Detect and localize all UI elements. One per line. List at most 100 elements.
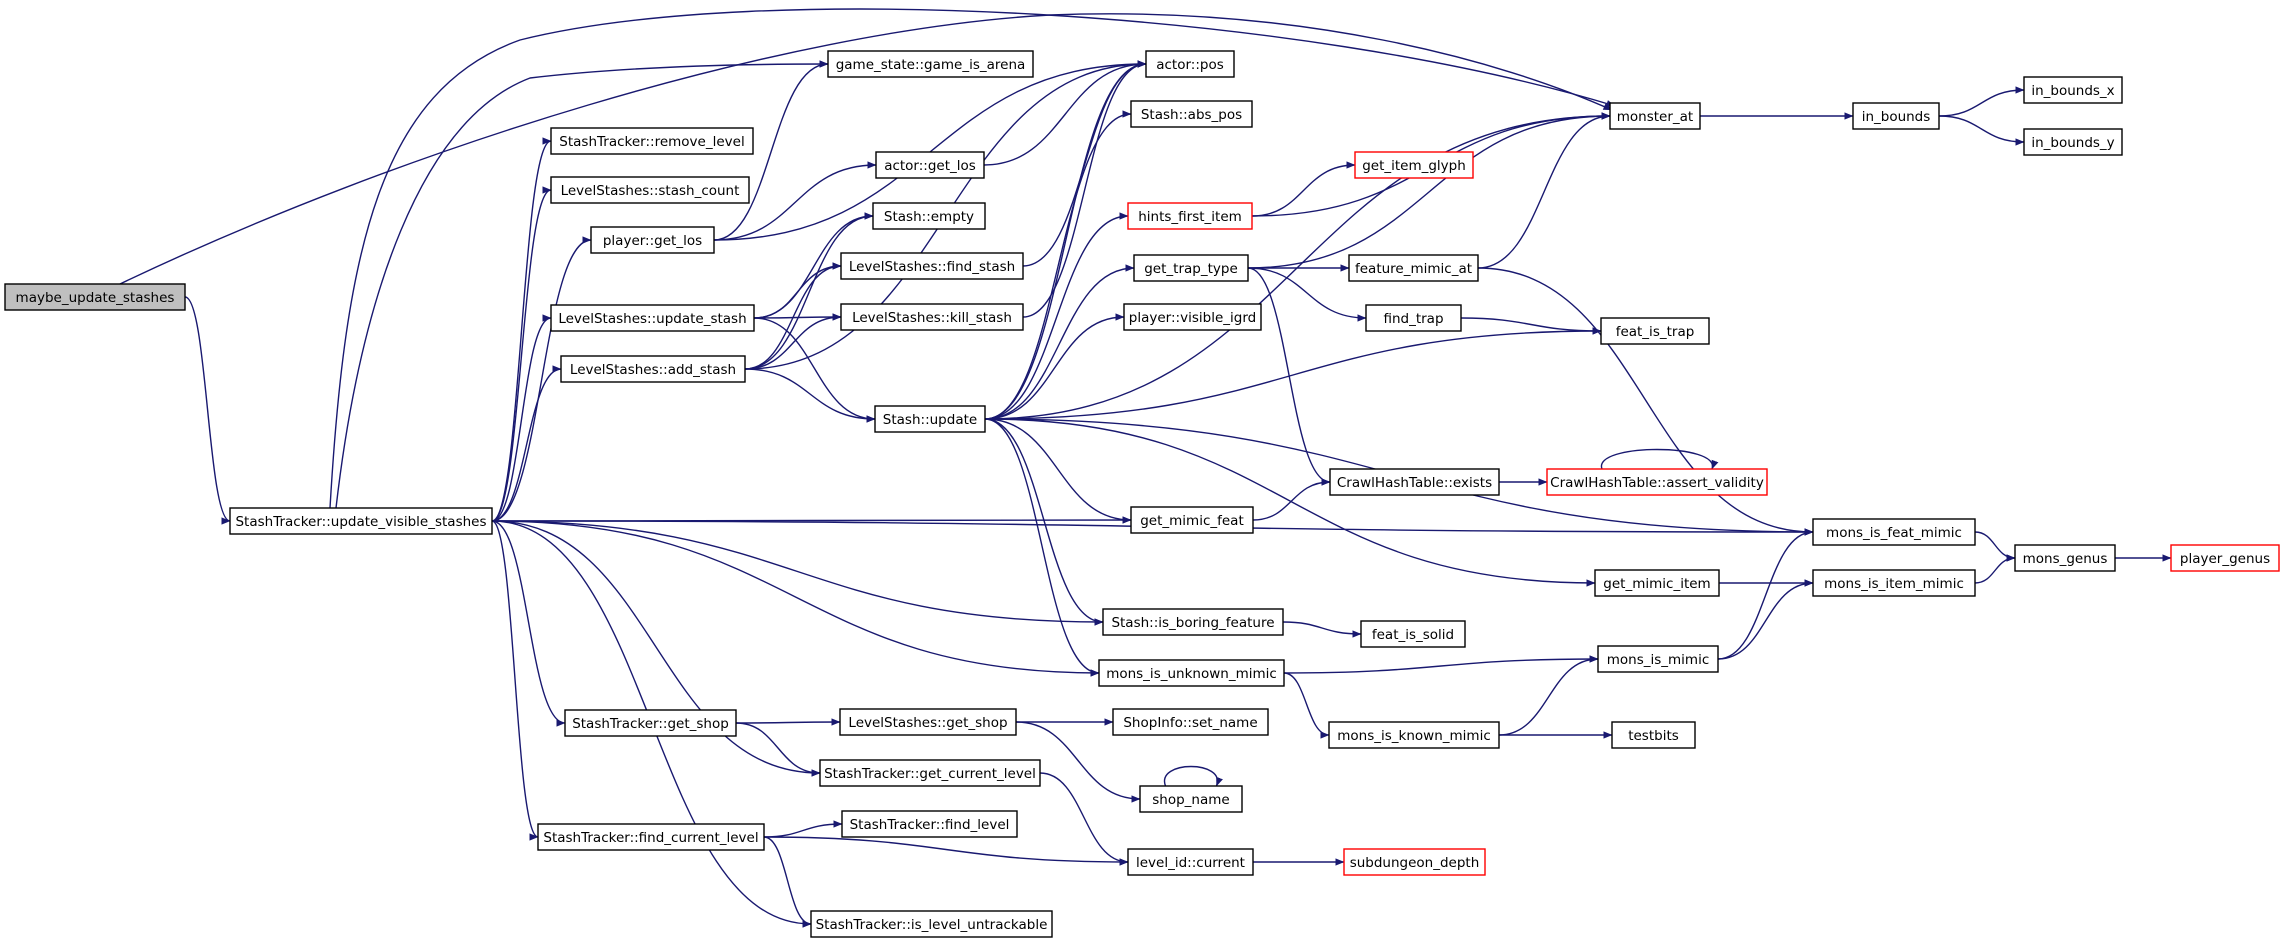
node-st_get_shop[interactable]: StashTracker::get_shop (564, 709, 737, 737)
node-ls_get_shop[interactable]: LevelStashes::get_shop (839, 708, 1017, 736)
node-get_item_glyph[interactable]: get_item_glyph (1354, 151, 1474, 179)
node-ls_update_stash[interactable]: LevelStashes::update_stash (550, 304, 755, 332)
node-box[interactable] (1098, 659, 1285, 687)
node-actor_pos[interactable]: actor::pos (1145, 50, 1235, 78)
node-feat_is_solid[interactable]: feat_is_solid (1360, 620, 1466, 648)
node-mons_is_item_mimic[interactable]: mons_is_item_mimic (1812, 569, 1976, 597)
node-stash_count[interactable]: LevelStashes::stash_count (550, 176, 750, 204)
node-box[interactable] (1852, 102, 1940, 130)
node-box[interactable] (229, 507, 493, 535)
node-box[interactable] (1597, 645, 1719, 673)
node-box[interactable] (1123, 303, 1262, 331)
node-box[interactable] (819, 759, 1041, 787)
node-level_id_current[interactable]: level_id::current (1127, 848, 1254, 876)
node-in_bounds[interactable]: in_bounds (1852, 102, 1940, 130)
node-find_stash[interactable]: LevelStashes::find_stash (840, 252, 1024, 280)
node-box[interactable] (1594, 569, 1720, 597)
node-update_visible_stashes[interactable]: StashTracker::update_visible_stashes (229, 507, 493, 535)
node-kill_stash[interactable]: LevelStashes::kill_stash (840, 303, 1024, 331)
node-mons_is_known_mimic[interactable]: mons_is_known_mimic (1328, 721, 1500, 749)
node-box[interactable] (537, 823, 765, 851)
node-box[interactable] (2014, 544, 2116, 572)
node-mons_is_mimic[interactable]: mons_is_mimic (1597, 645, 1719, 673)
node-box[interactable] (1127, 848, 1254, 876)
node-box[interactable] (1812, 518, 1976, 546)
node-remove_level[interactable]: StashTracker::remove_level (550, 127, 754, 155)
node-box[interactable] (1354, 151, 1474, 179)
node-box[interactable] (560, 355, 746, 383)
node-box[interactable] (4, 283, 186, 311)
node-box[interactable] (2023, 128, 2123, 156)
node-box[interactable] (2023, 76, 2123, 104)
node-box[interactable] (1102, 608, 1284, 636)
node-shop_name[interactable]: shop_name (1139, 785, 1243, 813)
node-assert_validity[interactable]: CrawlHashTable::assert_validity (1546, 468, 1768, 496)
node-mons_is_feat_mimic[interactable]: mons_is_feat_mimic (1812, 518, 1976, 546)
node-box[interactable] (1329, 468, 1500, 496)
node-mons_genus[interactable]: mons_genus (2014, 544, 2116, 572)
node-is_boring_feature[interactable]: Stash::is_boring_feature (1102, 608, 1284, 636)
node-box[interactable] (550, 176, 750, 204)
node-get_trap_type[interactable]: get_trap_type (1133, 254, 1249, 282)
node-stash_update[interactable]: Stash::update (874, 405, 986, 433)
node-in_bounds_y[interactable]: in_bounds_y (2023, 128, 2123, 156)
node-get_mimic_item[interactable]: get_mimic_item (1594, 569, 1720, 597)
node-box[interactable] (840, 252, 1024, 280)
node-box[interactable] (550, 304, 755, 332)
node-box[interactable] (2170, 544, 2280, 572)
node-box[interactable] (1365, 304, 1462, 332)
node-box[interactable] (1130, 100, 1253, 128)
node-monster_at[interactable]: monster_at (1609, 102, 1701, 130)
node-box[interactable] (839, 708, 1017, 736)
node-mons_is_unknown_mimic[interactable]: mons_is_unknown_mimic (1098, 659, 1285, 687)
node-box[interactable] (1360, 620, 1466, 648)
node-box[interactable] (1546, 468, 1768, 496)
node-box[interactable] (550, 127, 754, 155)
node-chash_exists[interactable]: CrawlHashTable::exists (1329, 468, 1500, 496)
node-stash_empty[interactable]: Stash::empty (872, 202, 986, 230)
node-box[interactable] (1133, 254, 1249, 282)
node-hints_first_item[interactable]: hints_first_item (1127, 202, 1253, 230)
node-in_bounds_x[interactable]: in_bounds_x (2023, 76, 2123, 104)
node-box[interactable] (827, 50, 1034, 78)
node-maybe_update_stashes[interactable]: maybe_update_stashes (4, 283, 186, 311)
node-get_current_level[interactable]: StashTracker::get_current_level (819, 759, 1041, 787)
node-shopinfo_set_name[interactable]: ShopInfo::set_name (1112, 708, 1269, 736)
node-box[interactable] (1139, 785, 1243, 813)
node-box[interactable] (840, 303, 1024, 331)
node-box[interactable] (1600, 317, 1710, 345)
node-is_level_untrackable[interactable]: StashTracker::is_level_untrackable (810, 910, 1053, 938)
node-box[interactable] (1130, 506, 1254, 534)
node-find_trap[interactable]: find_trap (1365, 304, 1462, 332)
node-box[interactable] (841, 810, 1018, 838)
node-testbits[interactable]: testbits (1611, 721, 1696, 749)
node-stash_abs_pos[interactable]: Stash::abs_pos (1130, 100, 1253, 128)
node-box[interactable] (1127, 202, 1253, 230)
node-box[interactable] (874, 405, 986, 433)
node-player_genus[interactable]: player_genus (2170, 544, 2280, 572)
node-box[interactable] (1348, 254, 1479, 282)
node-box[interactable] (810, 910, 1053, 938)
node-find_current_level[interactable]: StashTracker::find_current_level (537, 823, 765, 851)
node-box[interactable] (564, 709, 737, 737)
node-visible_igrd[interactable]: player::visible_igrd (1123, 303, 1262, 331)
node-box[interactable] (1812, 569, 1976, 597)
node-box[interactable] (1611, 721, 1696, 749)
node-box[interactable] (1145, 50, 1235, 78)
node-actor_get_los[interactable]: actor::get_los (875, 151, 985, 179)
node-get_mimic_feat[interactable]: get_mimic_feat (1130, 506, 1254, 534)
node-game_is_arena[interactable]: game_state::game_is_arena (827, 50, 1034, 78)
node-box[interactable] (875, 151, 985, 179)
node-feature_mimic_at[interactable]: feature_mimic_at (1348, 254, 1479, 282)
node-box[interactable] (1343, 848, 1486, 876)
node-feat_is_trap[interactable]: feat_is_trap (1600, 317, 1710, 345)
node-player_get_los[interactable]: player::get_los (590, 226, 715, 254)
node-find_level[interactable]: StashTracker::find_level (841, 810, 1018, 838)
node-subdungeon_depth[interactable]: subdungeon_depth (1343, 848, 1486, 876)
node-box[interactable] (1328, 721, 1500, 749)
node-box[interactable] (872, 202, 986, 230)
node-box[interactable] (1609, 102, 1701, 130)
node-box[interactable] (590, 226, 715, 254)
node-box[interactable] (1112, 708, 1269, 736)
node-ls_add_stash[interactable]: LevelStashes::add_stash (560, 355, 746, 383)
